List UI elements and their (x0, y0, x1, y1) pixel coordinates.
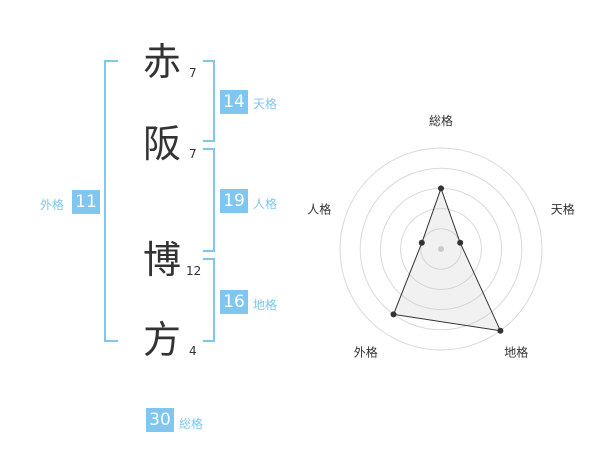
jinkaku-value-badge: 19 (220, 189, 248, 213)
tenkaku-label: 天格 (253, 97, 278, 111)
radar-axis-label: 外格 (354, 345, 378, 360)
jinkaku-label: 人格 (253, 197, 278, 211)
name-char-3: 博 (142, 238, 181, 282)
stroke-count-3: 12 (186, 264, 202, 278)
radar-axis-label: 人格 (307, 201, 331, 216)
gaikaku-value-badge: 11 (72, 190, 100, 214)
radar-point (438, 185, 444, 192)
gaikaku-label: 外格 (40, 198, 65, 212)
radar-ring (400, 208, 482, 290)
radar-ring (420, 228, 462, 270)
chikaku-bracket (203, 258, 215, 342)
chikaku-value-badge: 16 (220, 290, 248, 314)
name-char-4: 方 (142, 318, 181, 362)
radar-center (438, 246, 444, 252)
tenkaku-bracket (203, 60, 215, 142)
name-char-1: 赤 (142, 40, 181, 84)
radar-point (497, 327, 504, 334)
radar-point (418, 239, 425, 246)
radar-axis-label: 総格 (429, 113, 453, 128)
name-char-2: 阪 (142, 122, 181, 166)
stroke-count-4: 4 (189, 344, 197, 358)
radar-point (457, 239, 464, 246)
stroke-count-1: 7 (189, 66, 197, 80)
jinkaku-bracket (203, 148, 215, 252)
radar-axis-label: 地格 (504, 345, 528, 360)
soukaku-label: 総格 (179, 417, 204, 431)
soukaku-value-badge: 30 (146, 408, 174, 432)
stroke-count-2: 7 (189, 147, 197, 161)
radar-axis-label: 天格 (551, 201, 575, 216)
radar-ring (339, 147, 543, 351)
radar-series-area (392, 186, 502, 332)
radar-point (390, 311, 397, 318)
gaikaku-bracket (104, 60, 118, 342)
tenkaku-value-badge: 14 (220, 90, 248, 114)
chikaku-label: 地格 (253, 298, 278, 312)
radar-ring (359, 167, 523, 331)
